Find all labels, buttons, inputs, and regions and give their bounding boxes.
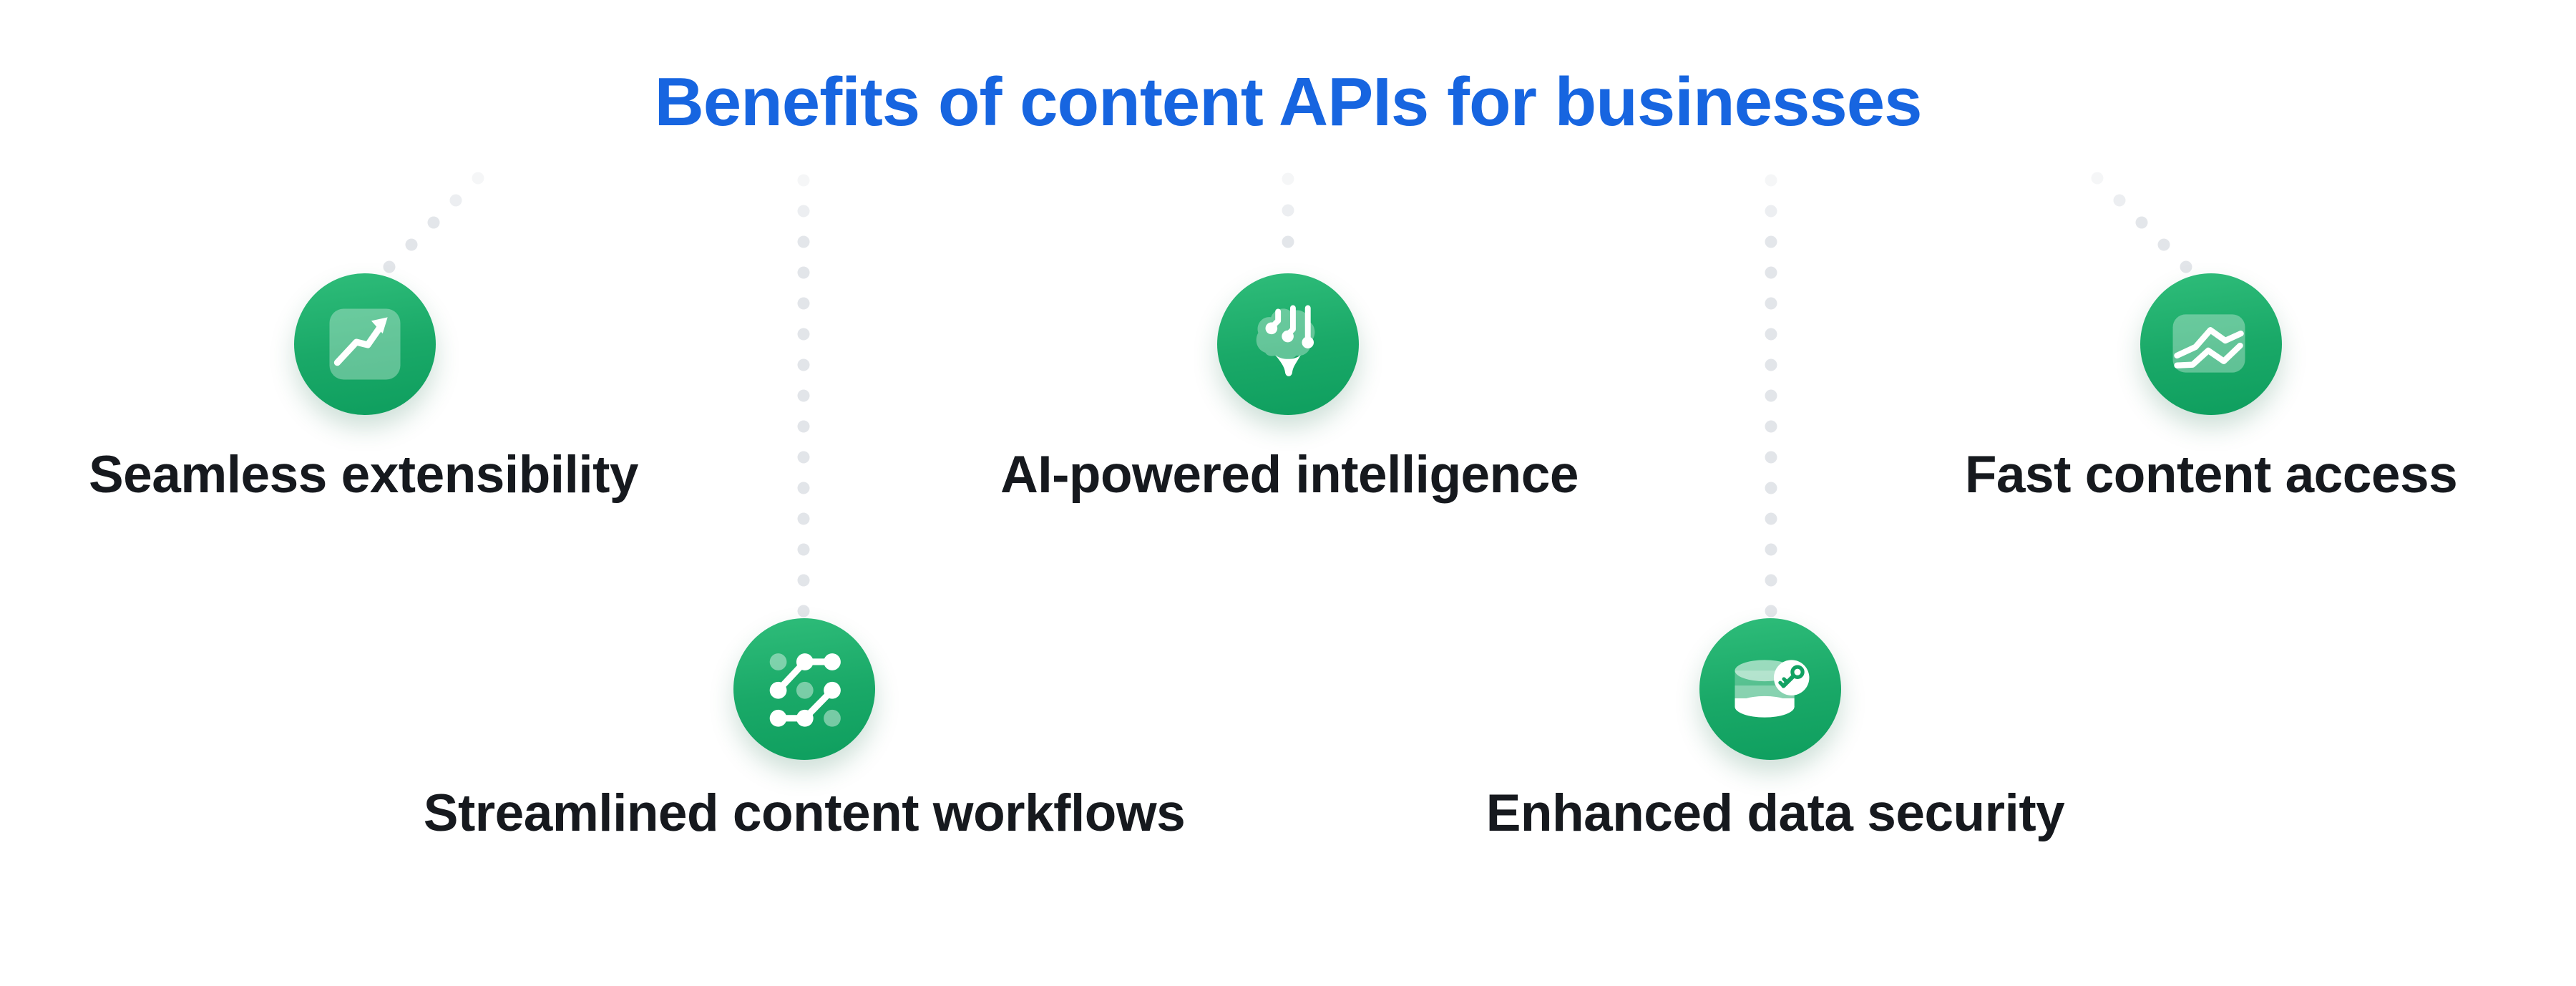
item-label: Enhanced data security xyxy=(1485,784,2065,842)
connector-dot xyxy=(383,260,396,273)
connector-dot xyxy=(1765,605,1777,618)
connector-dot xyxy=(797,543,810,556)
connector-dot xyxy=(1765,235,1777,248)
connector-dot xyxy=(1282,204,1294,217)
connector-dot xyxy=(1765,266,1777,279)
line-chart-icon xyxy=(2172,314,2245,373)
connector-dot xyxy=(797,328,810,341)
connector-dot xyxy=(797,512,810,525)
connector-dot xyxy=(797,205,810,218)
connector-dot xyxy=(797,420,810,433)
connector-dot xyxy=(427,216,440,229)
fast-access-badge xyxy=(2140,273,2282,415)
connector-dot xyxy=(2135,216,2148,229)
connector-dot xyxy=(797,389,810,402)
connector-dot xyxy=(797,297,810,310)
connector-dot xyxy=(2113,194,2126,207)
connector-dot xyxy=(1765,482,1777,494)
connector-dot xyxy=(797,266,810,279)
connector-dot xyxy=(797,358,810,371)
item-label: AI-powered intelligence xyxy=(1000,446,1579,504)
item-label: Streamlined content workflows xyxy=(423,784,1186,842)
connector-dot xyxy=(472,172,484,185)
connector-dot xyxy=(2091,172,2104,185)
connector-dot xyxy=(797,451,810,464)
connector-dot xyxy=(797,235,810,248)
item-label: Fast content access xyxy=(1964,446,2458,504)
connector-dot xyxy=(1282,172,1294,185)
trend-up-icon xyxy=(329,308,401,380)
connector-dot xyxy=(405,238,418,251)
connector-dot xyxy=(449,194,462,207)
connector-dot xyxy=(1765,512,1777,525)
connector-dot xyxy=(1765,543,1777,556)
connector-dot xyxy=(797,174,810,187)
ai-brain-icon xyxy=(1256,305,1315,376)
connector-dot xyxy=(797,574,810,587)
item-label: Seamless extensibility xyxy=(88,446,639,504)
connector-dot xyxy=(1765,451,1777,464)
seamless-extensibility-badge xyxy=(294,273,436,415)
connector-dot xyxy=(1765,389,1777,402)
connector-dot xyxy=(2157,238,2170,251)
connector-dot xyxy=(1765,205,1777,218)
connector-dot xyxy=(1765,174,1777,187)
database-key-icon xyxy=(1735,660,1810,718)
streamlined-workflows-badge xyxy=(733,618,875,760)
ai-intelligence-badge xyxy=(1217,273,1359,415)
connector-dot xyxy=(797,605,810,618)
workflow-nodes-icon xyxy=(769,653,841,727)
connector-dot xyxy=(797,482,810,494)
connector-dot xyxy=(1765,328,1777,341)
connector-dot xyxy=(1765,358,1777,371)
connector-dot xyxy=(2180,260,2192,273)
connector-dot xyxy=(1765,574,1777,587)
connector-dot xyxy=(1765,297,1777,310)
data-security-badge xyxy=(1699,618,1841,760)
connector-dot xyxy=(1765,420,1777,433)
page-title: Benefits of content APIs for businesses xyxy=(654,64,1922,140)
connector-dot xyxy=(1282,235,1294,248)
